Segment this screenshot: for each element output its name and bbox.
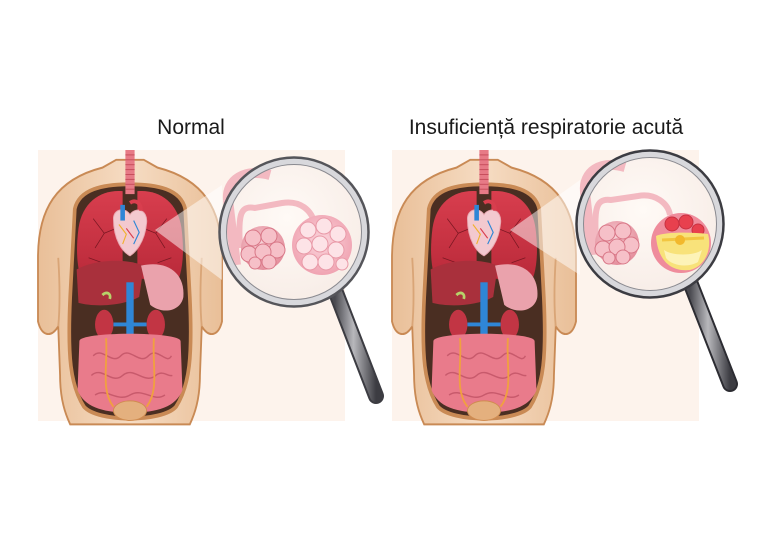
magnifier-lens-normal bbox=[218, 156, 370, 308]
healthy-alveoli bbox=[292, 215, 352, 275]
fluid-filled-alveolus bbox=[651, 213, 711, 273]
panel-title-ards: Insuficiență respiratorie acută bbox=[408, 116, 684, 139]
torso-anatomy-ards bbox=[392, 150, 576, 424]
panel-title-normal: Normal bbox=[157, 116, 225, 139]
magnifier-beam bbox=[155, 185, 222, 280]
magnifier-beam bbox=[510, 180, 580, 275]
magnifier-handle bbox=[682, 274, 738, 392]
magnifier-lens-ards bbox=[575, 149, 725, 299]
magnifier-handle bbox=[327, 282, 384, 404]
